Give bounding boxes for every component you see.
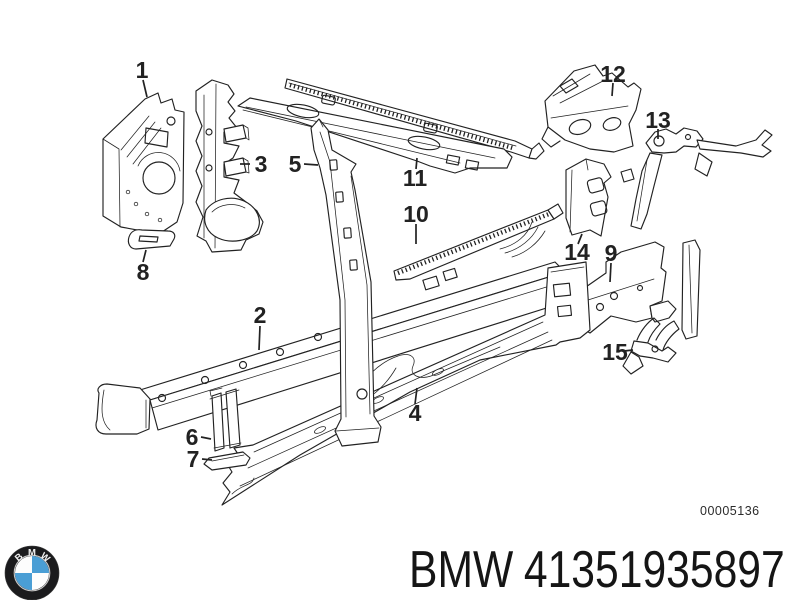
part-5-center-pillar xyxy=(310,118,382,447)
callout-leader-lines xyxy=(142,79,659,461)
part-1-wheelhouse-panel xyxy=(102,92,185,235)
callout-numbers: 1 2 3 4 5 6 7 8 9 10 11 12 13 14 15 xyxy=(136,57,671,472)
logo-letter-m: M xyxy=(28,548,36,559)
part-13-support-bracket xyxy=(620,127,773,230)
brand-text: BMW xyxy=(409,541,514,599)
drawing-number: 00005136 xyxy=(700,504,760,518)
part-number-text: 41351935897 xyxy=(523,541,785,599)
callout-14: 14 xyxy=(564,239,590,265)
callout-3: 3 xyxy=(255,151,268,177)
part-12-quarter-upper-panel xyxy=(541,64,642,153)
callout-1: 1 xyxy=(136,57,149,83)
callout-13: 13 xyxy=(645,107,671,133)
part-3-a-pillar-inner xyxy=(195,79,264,253)
part-9-quarter-lower-panel xyxy=(582,239,701,340)
callout-10: 10 xyxy=(403,201,429,227)
callout-9: 9 xyxy=(605,240,618,266)
callout-11: 11 xyxy=(403,165,428,191)
callout-4: 4 xyxy=(409,400,422,426)
part-15-mounting-bracket xyxy=(622,317,680,375)
callout-12: 12 xyxy=(600,61,626,87)
roundel-quadrant-blue-bl xyxy=(15,573,32,590)
callout-2: 2 xyxy=(254,302,267,328)
callout-7: 7 xyxy=(187,446,200,472)
bmw-roundel-logo: B M W xyxy=(4,545,60,600)
callout-15: 15 xyxy=(602,339,628,365)
part-11-shelf-and-rail xyxy=(237,78,545,174)
part-10-sill-strip xyxy=(393,203,564,281)
part-7-support-plate xyxy=(203,451,251,471)
callout-8: 8 xyxy=(137,259,150,285)
part-8-closing-plate xyxy=(127,229,176,250)
callout-5: 5 xyxy=(289,151,302,177)
callout-6: 6 xyxy=(186,424,199,450)
part-14-pillar-inner-lower xyxy=(565,158,612,237)
part-6-jack-support xyxy=(209,387,242,452)
roundel-rim xyxy=(13,554,51,592)
roundel-quadrant-blue-tr xyxy=(32,556,49,573)
